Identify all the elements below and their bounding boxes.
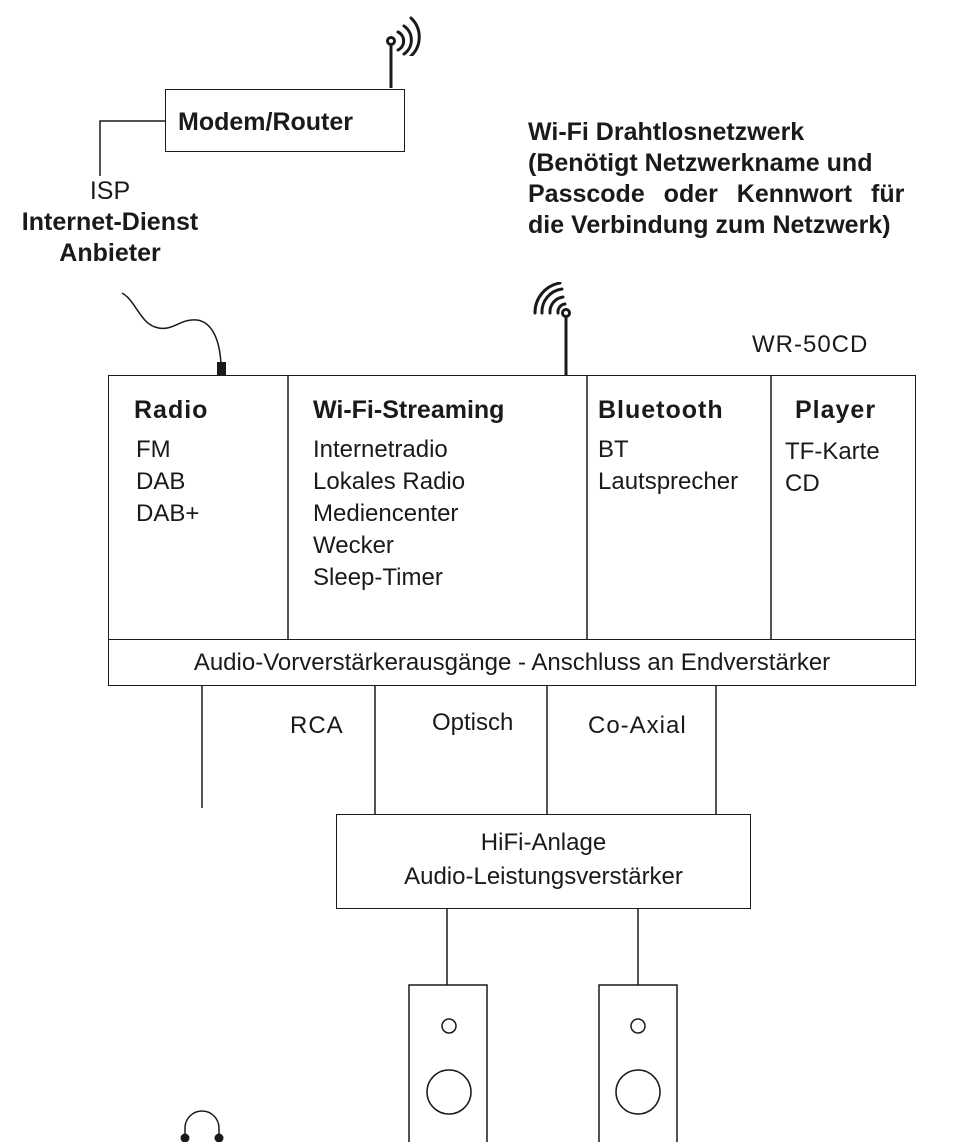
speaker-left-icon <box>408 984 488 1142</box>
isp-label: ISP Internet-Dienst Anbieter <box>0 176 220 269</box>
wifi-network-line1: Wi-Fi Drahtlosnetzwerk <box>528 118 805 146</box>
wifi-network-label: Wi-Fi Drahtlosnetzwerk (Benötigt Netzwer… <box>528 117 904 241</box>
section-bluetooth-title: Bluetooth <box>598 396 724 424</box>
list-item: Mediencenter <box>313 500 459 527</box>
list-item: Internetradio <box>313 436 448 463</box>
section-radio-items: FM DAB DAB+ <box>136 434 199 530</box>
isp-cable <box>121 292 222 366</box>
amplifier-line1: HiFi-Anlage <box>480 829 607 856</box>
section-player-items: TF-Karte CD <box>785 436 880 500</box>
section-player-title: Player <box>795 396 877 424</box>
router-label: Modem/Router <box>178 108 353 136</box>
amplifier-box: HiFi-Anlage Audio-Leistungsverstärker <box>336 814 751 909</box>
list-item: TF-Karte <box>785 438 880 465</box>
router-antenna-icon <box>386 16 421 56</box>
list-item: BT <box>598 436 629 463</box>
device-model: WR-50CD <box>752 331 869 358</box>
wifi-antenna-icon <box>533 282 571 318</box>
isp-line2: Internet-Dienst <box>21 208 199 236</box>
outputs-bar: Audio-Vorverstärkerausgänge - Anschluss … <box>108 639 916 686</box>
isp-router-line <box>99 120 165 176</box>
coaxial-label: Co-Axial <box>588 712 687 739</box>
list-item: Sleep-Timer <box>313 564 443 591</box>
isp-line3: Anbieter <box>59 239 161 267</box>
section-wifi-items: Internetradio Lokales Radio Mediencenter… <box>313 434 465 594</box>
speaker-right-icon <box>598 984 678 1142</box>
wifi-network-line3: Passcode oder Kennwort für <box>528 180 905 208</box>
router-box: Modem/Router <box>165 89 405 152</box>
list-item: FM <box>136 436 171 463</box>
section-radio-title: Radio <box>134 396 209 424</box>
section-wifi-title: Wi-Fi-Streaming <box>313 396 505 424</box>
headphones-icon <box>180 1110 224 1142</box>
list-item: CD <box>785 470 820 497</box>
rca-label: RCA <box>290 712 344 739</box>
isp-line1: ISP <box>89 177 131 205</box>
list-item: DAB+ <box>136 500 200 527</box>
outputs-bar-label: Audio-Vorverstärkerausgänge - Anschluss … <box>193 649 831 676</box>
section-bluetooth-items: BT Lautsprecher <box>598 434 738 498</box>
wifi-network-line2: (Benötigt Netzwerkname und <box>528 149 873 177</box>
list-item: Lautsprecher <box>598 468 739 495</box>
list-item: Wecker <box>313 532 394 559</box>
isp-cable-plug <box>217 362 226 376</box>
wifi-network-line4: die Verbindung zum Netzwerk) <box>528 211 891 239</box>
amplifier-line2: Audio-Leistungsverstärker <box>404 863 683 890</box>
list-item: DAB <box>136 468 186 495</box>
list-item: Lokales Radio <box>313 468 466 495</box>
optical-label: Optisch <box>432 709 514 736</box>
